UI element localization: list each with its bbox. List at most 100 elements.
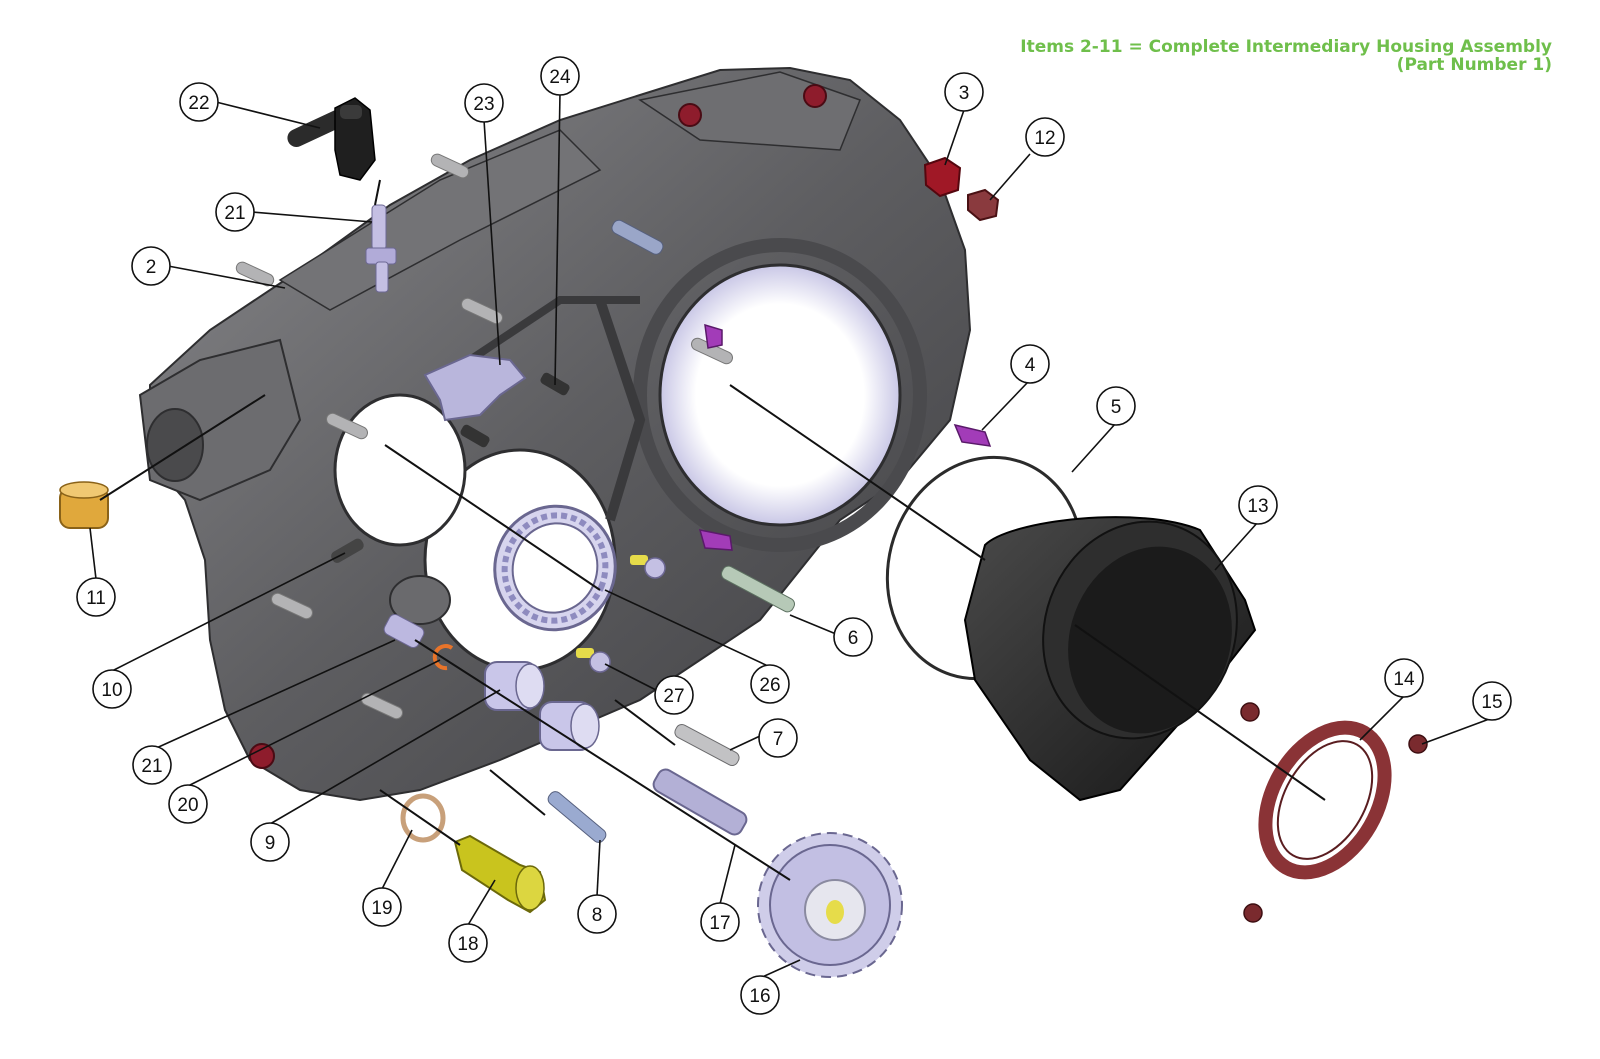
callout-circle [1384, 658, 1424, 698]
callout-shaft-seal: 14 [1384, 658, 1424, 698]
callout-label: 15 [1481, 692, 1502, 713]
callout-cover-bell: 13 [1238, 485, 1278, 525]
callout-breather-pipe: 22 [179, 82, 219, 122]
stud-8-shape [547, 791, 607, 843]
callout-label: 27 [663, 686, 684, 707]
washer-27-pin [576, 648, 594, 658]
callout-label: 16 [749, 986, 770, 1007]
callout-washer-27: 27 [654, 675, 694, 715]
needle-bearing-shapes [484, 661, 600, 751]
callout-circle [833, 617, 873, 657]
callout-circle [464, 83, 504, 123]
plug-3-shape [923, 156, 962, 198]
leader-lines [89, 92, 1493, 979]
yellow-plug-shape [453, 834, 547, 914]
dowel-10-shape [331, 538, 364, 563]
stud-6-shape [721, 565, 795, 613]
breather-pipe-shape [287, 97, 376, 181]
callout-plug-3: 3 [944, 72, 984, 112]
callout-bubbles: 2221223243124513111062627141572120919188… [76, 56, 1512, 1015]
callout-circle [215, 192, 255, 232]
callout-circle [577, 894, 617, 934]
callout-label: 8 [592, 905, 603, 926]
housing-plug-top-right [803, 84, 827, 108]
callout-yellow-plug: 18 [448, 923, 488, 963]
stud-7-shape [674, 724, 740, 766]
callout-roller-bearing: 26 [750, 664, 790, 704]
callout-label: 11 [86, 588, 106, 609]
assembly-note-line1: Items 2-11 = Complete Intermediary Housi… [1020, 37, 1552, 57]
callout-gear-shaft: 17 [700, 902, 740, 942]
callout-circle [758, 718, 798, 758]
callout-circle [1472, 681, 1512, 721]
gear-shaft-shape [652, 768, 748, 836]
housing-studs [235, 153, 734, 720]
plug-12-shape [967, 188, 1000, 222]
callout-label: 18 [457, 934, 478, 955]
gear-shape [757, 832, 903, 978]
callout-breather-fitting-lower: 21 [132, 745, 172, 785]
callout-circle [944, 72, 984, 112]
sealing-washer-shape [400, 793, 446, 843]
dowel-upper [611, 219, 664, 255]
callout-circle [76, 577, 116, 617]
callout-label: 20 [177, 795, 198, 816]
housing-plug-bottom [249, 743, 275, 769]
callout-label: 13 [1247, 496, 1268, 517]
callout-intermediary-housing: 2 [131, 246, 171, 286]
callout-label: 2 [146, 257, 157, 278]
callout-circle [1096, 386, 1136, 426]
callout-circlip: 20 [168, 784, 208, 824]
callout-seal-plug: 15 [1472, 681, 1512, 721]
callout-circle [750, 664, 790, 704]
callout-bracket-bolt: 24 [540, 56, 580, 96]
assembly-note: Items 2-11 = Complete Intermediary Housi… [1020, 38, 1552, 74]
callout-breather-fitting-top: 21 [215, 192, 255, 232]
washer-upper [644, 557, 666, 579]
callout-label: 3 [959, 83, 970, 104]
callout-label: 17 [709, 913, 730, 934]
callout-stud-8: 8 [577, 894, 617, 934]
gold-plug-shape [59, 481, 109, 529]
callout-gold-plug: 11 [76, 577, 116, 617]
callout-circle [131, 246, 171, 286]
callout-label: 24 [549, 67, 571, 88]
callout-circle [1238, 485, 1278, 525]
washer-27-shape [589, 651, 611, 673]
cover-bell-shape [963, 516, 1257, 802]
callout-sealing-washer: 19 [362, 887, 402, 927]
callout-o-ring: 5 [1096, 386, 1136, 426]
assembly-axes [99, 179, 1326, 881]
callout-label: 9 [265, 833, 276, 854]
callout-label: 6 [848, 628, 859, 649]
callout-label: 4 [1025, 355, 1036, 376]
breather-fitting-lower-shape [383, 613, 425, 649]
callout-stud-7: 7 [758, 718, 798, 758]
callout-label: 7 [773, 729, 784, 750]
callout-circle [1010, 344, 1050, 384]
bracket-bolt-lower [460, 424, 490, 448]
shaft-seal-inner [1276, 740, 1374, 860]
callout-label: 12 [1034, 128, 1055, 149]
callout-circle [654, 675, 694, 715]
callout-circle [362, 887, 402, 927]
callout-label: 26 [759, 675, 780, 696]
breather-fitting-top-shape [365, 204, 397, 293]
callout-circle [448, 923, 488, 963]
callout-circle [168, 784, 208, 824]
shaft-seal-shape [1258, 720, 1392, 880]
housing-body [138, 66, 972, 802]
sensor-bracket-shape [423, 353, 527, 422]
washer-upper-pin [630, 555, 648, 565]
assembly-note-line2: (Part Number 1) [1396, 55, 1552, 75]
callout-dowel-10: 10 [92, 669, 132, 709]
seal-plugs [1240, 702, 1428, 923]
callout-label: 19 [371, 898, 392, 919]
callout-circle [700, 902, 740, 942]
callout-plug-12: 12 [1025, 117, 1065, 157]
callout-label: 23 [473, 94, 494, 115]
callout-label: 22 [188, 93, 209, 114]
callout-purple-bolt: 4 [1010, 344, 1050, 384]
